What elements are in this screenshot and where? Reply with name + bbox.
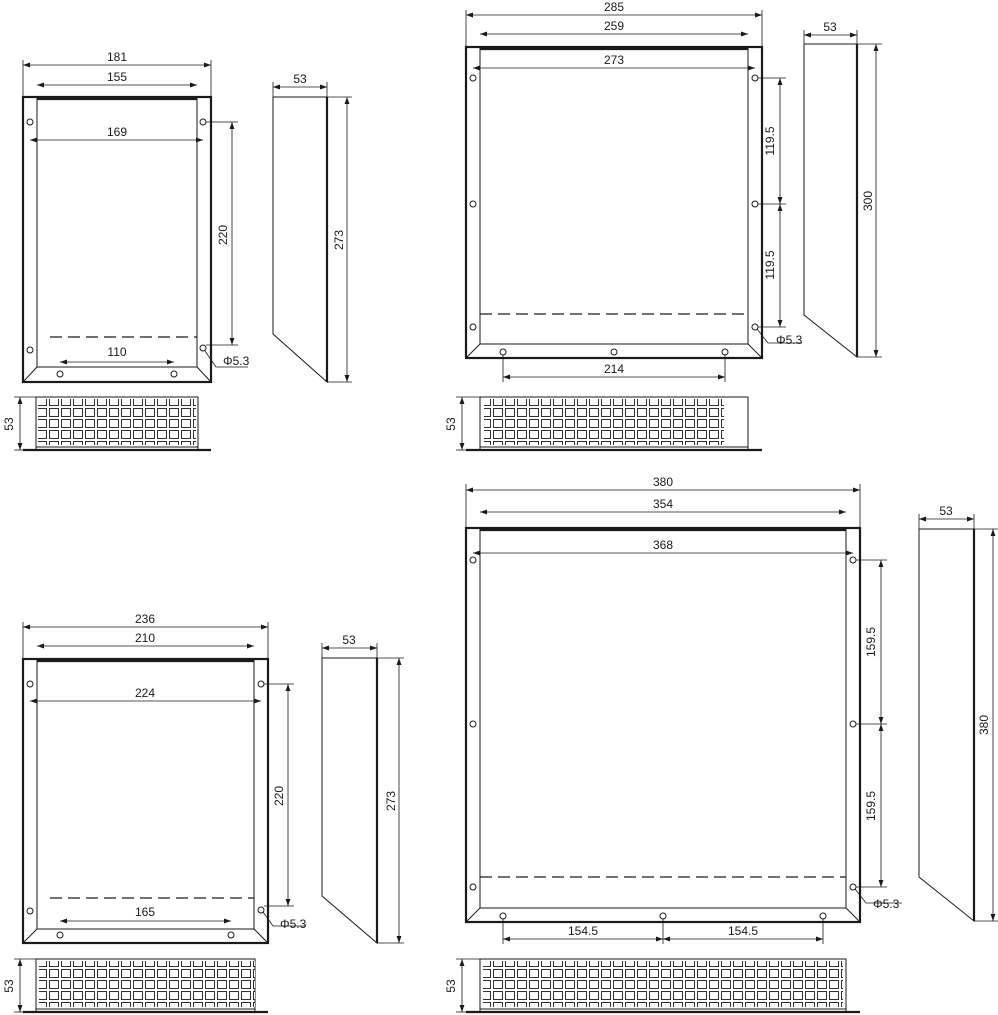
mount-hole <box>257 906 265 914</box>
bottom-hole-spacing-label: 165 <box>135 905 155 919</box>
mount-hole <box>26 680 34 688</box>
mount-hole <box>56 370 64 378</box>
front-height-label: 53 <box>2 979 16 993</box>
unit-4-dimensions: 380 354 368 159.5 159.5 154.5 154.5 Φ5.3 <box>465 475 902 944</box>
side-height-label: 273 <box>384 791 398 811</box>
unit-2-vent-view: 53 <box>444 396 762 452</box>
unit-1-front-view <box>21 95 213 384</box>
mount-hole <box>469 720 477 728</box>
mount-hole <box>751 74 759 82</box>
width-label: 181 <box>107 50 127 64</box>
vertical-hole-spacing-label: 220 <box>216 225 230 245</box>
unit-3-front-view <box>21 657 270 945</box>
hole-spacing-label: 368 <box>653 538 673 552</box>
bottom-hole-spacing-label: 110 <box>107 345 126 359</box>
width-label: 380 <box>653 475 673 489</box>
hole-spacing-label: 273 <box>604 53 624 67</box>
mount-hole <box>227 931 235 939</box>
unit-4-front-view <box>464 526 862 924</box>
front-height-label: 53 <box>444 979 458 993</box>
hole-diameter-label: Φ5.3 <box>873 897 900 911</box>
unit-3-side-view: 53 273 <box>321 633 404 945</box>
unit-2-drawing: 285 259 273 119.5 119.5 214 Φ5.3 <box>444 0 882 452</box>
front-height-label: 53 <box>2 417 16 431</box>
unit-3-drawing: 236 210 224 220 165 Φ5.3 53 273 <box>2 612 404 1014</box>
vertical-hole-spacing-bottom-label: 159.5 <box>864 791 878 821</box>
bottom-hole-spacing-right-label: 154.5 <box>728 924 758 938</box>
hole-spacing-label: 169 <box>107 125 127 139</box>
mount-hole <box>26 346 34 354</box>
mount-hole <box>170 370 178 378</box>
side-height-label: 273 <box>332 230 346 250</box>
mount-hole <box>469 200 477 208</box>
front-height-label: 53 <box>444 417 458 431</box>
unit-3-dimensions: 236 210 224 220 165 Φ5.3 <box>22 612 307 931</box>
side-height-label: 380 <box>977 715 991 735</box>
mount-hole <box>469 323 477 331</box>
side-depth-label: 53 <box>823 20 837 34</box>
vertical-hole-spacing-label: 220 <box>272 786 286 806</box>
unit-2-dimensions: 285 259 273 119.5 119.5 214 Φ5.3 <box>465 0 803 382</box>
unit-1-vent-view: 53 <box>2 396 211 452</box>
mount-hole <box>26 118 34 126</box>
mount-hole <box>849 720 857 728</box>
unit-4-side-view: 53 380 <box>918 504 998 923</box>
mount-hole <box>849 556 857 564</box>
vertical-hole-spacing-top-label: 159.5 <box>864 627 878 657</box>
hole-diameter-label: Φ5.3 <box>776 333 803 347</box>
hole-diameter-label: Φ5.3 <box>223 354 250 368</box>
unit-4-vent-view: 53 <box>444 958 860 1014</box>
side-height-label: 300 <box>861 191 875 211</box>
unit-3-vent-view: 53 <box>2 958 268 1014</box>
mount-hole <box>26 907 34 915</box>
side-depth-label: 53 <box>939 504 953 518</box>
hole-spacing-label: 224 <box>135 686 155 700</box>
width-label: 285 <box>604 0 624 14</box>
side-depth-label: 53 <box>293 72 307 86</box>
mount-hole <box>199 344 207 352</box>
unit-1-drawing: 181 155 169 220 110 Φ5.3 53 273 <box>2 50 352 452</box>
bottom-hole-spacing-left-label: 154.5 <box>568 924 598 938</box>
mount-hole <box>721 348 729 356</box>
mount-hole <box>257 680 265 688</box>
mount-hole <box>610 348 618 356</box>
unit-1-dimensions: 181 155 169 220 110 Φ5.3 <box>22 50 250 368</box>
mount-hole <box>819 912 827 920</box>
hole-diameter-label: Φ5.3 <box>280 917 307 931</box>
unit-4-drawing: 380 354 368 159.5 159.5 154.5 154.5 Φ5.3 <box>444 475 998 1014</box>
mount-hole <box>469 74 477 82</box>
mount-hole <box>199 118 207 126</box>
vertical-hole-spacing-top-label: 119.5 <box>763 126 777 155</box>
vertical-hole-spacing-bottom-label: 119.5 <box>763 250 777 279</box>
unit-2-front-view <box>464 45 764 360</box>
mount-hole <box>469 556 477 564</box>
unit-1-side-view: 53 273 <box>272 72 352 384</box>
inner-width-label: 155 <box>107 70 127 84</box>
bottom-hole-spacing-label: 214 <box>604 362 624 376</box>
unit-2-side-view: 53 300 <box>803 20 882 359</box>
side-depth-label: 53 <box>342 633 356 647</box>
mount-hole <box>659 912 667 920</box>
inner-width-label: 210 <box>135 631 155 645</box>
width-label: 236 <box>135 612 155 626</box>
inner-width-label: 259 <box>604 19 624 33</box>
mount-hole <box>469 883 477 891</box>
mount-hole <box>56 931 64 939</box>
inner-width-label: 354 <box>653 497 673 511</box>
mount-hole <box>499 912 507 920</box>
mount-hole <box>499 348 507 356</box>
mount-hole <box>751 200 759 208</box>
